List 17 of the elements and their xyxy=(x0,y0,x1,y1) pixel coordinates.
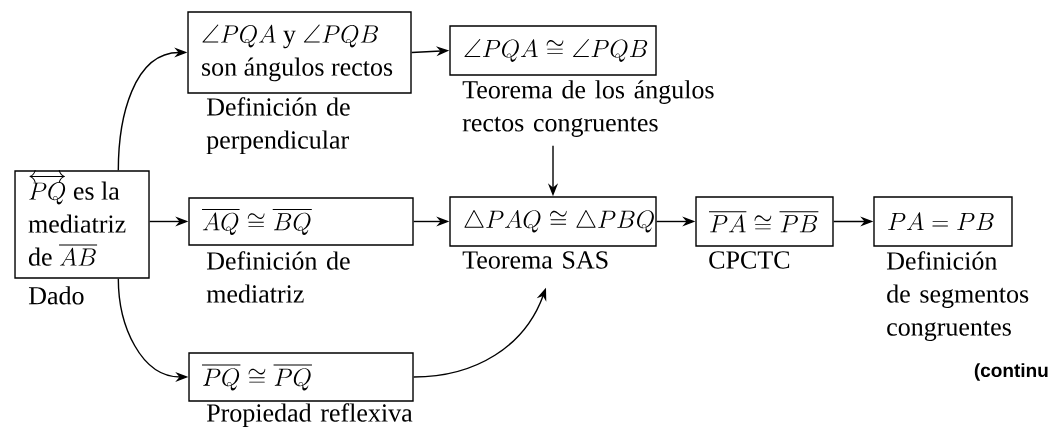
statement-box: $\angle PQA \cong \angle PQB$ xyxy=(449,25,657,76)
reason-text: Definición de segmentos congruentes xyxy=(886,251,1029,342)
statement-box: $\overline{PA} \cong \overline{PB}$ xyxy=(695,196,834,247)
reason-text: Propiedad reflexiva xyxy=(206,403,413,428)
reason-text: Definición de mediatriz xyxy=(206,251,350,303)
statement-box: $PA = PB$ xyxy=(873,196,1013,247)
reason-text: Teorema SAS xyxy=(462,251,608,269)
statement-box: $\overline{PQ} \cong \overline{PQ}$ xyxy=(188,352,414,402)
reason-text: CPCTC xyxy=(709,251,790,269)
note-text: (continu xyxy=(974,363,1048,381)
statement-box: $\overline{AQ} \cong \overline{BQ}$ xyxy=(188,197,414,246)
reason-text: Dado xyxy=(28,286,84,305)
statement-box: $\begin{array}{@{}l@{}}\angle PQA\text{ y }\angle PQB\\ \text{son ángulos rectos}\end{array}$ xyxy=(187,11,412,94)
reason-text: Definición de perpendicular xyxy=(206,97,350,155)
statement-box: $\begin{array}{@{}l@{}}\overleftrightarrow{PQ}\text{ es la}\\ \text{mediatriz}\\ \text{de }\overline{AB}\end{array}$ xyxy=(14,169,150,279)
statement-box: $\triangle PAQ \cong \triangle PBQ$ xyxy=(449,196,657,247)
reason-text: Teorema de los ángulos rectos congruentes xyxy=(462,80,714,137)
